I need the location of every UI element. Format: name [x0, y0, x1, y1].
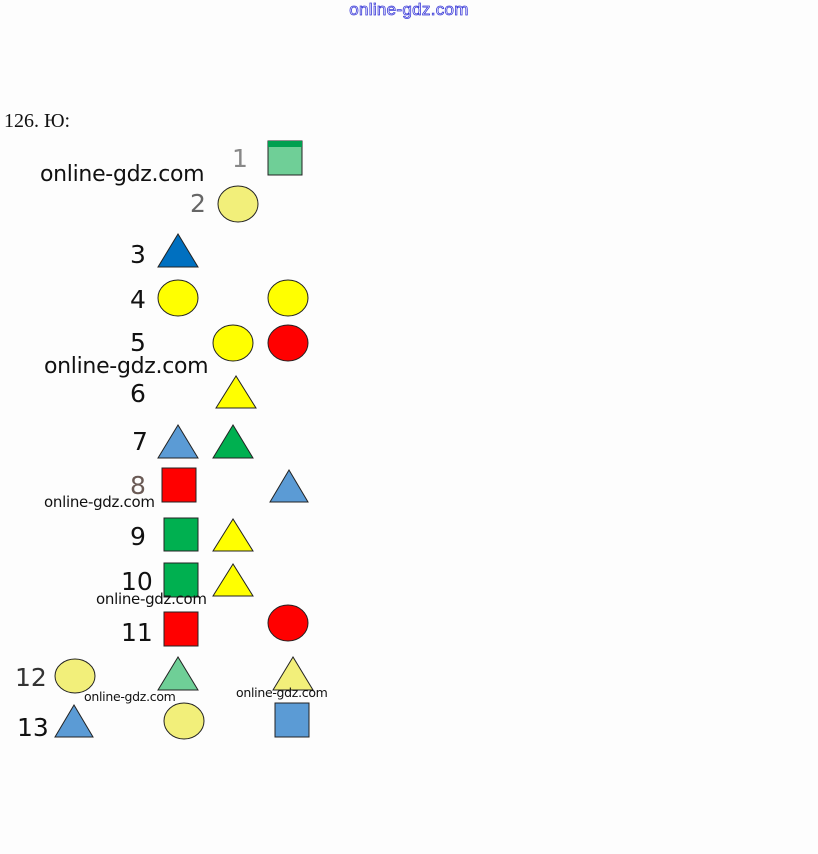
circle-yellow-4a [157, 279, 199, 317]
watermark: online-gdz.com [44, 493, 155, 511]
circle-yellow-12 [54, 658, 96, 694]
square-green-1-top [268, 141, 302, 147]
row-number-9: 9 [130, 522, 146, 551]
square-red-8 [161, 467, 197, 503]
square-red-11 [163, 611, 199, 647]
square-green-10 [163, 562, 199, 598]
watermark: online-gdz.com [40, 162, 205, 187]
square-green-9 [163, 517, 199, 552]
watermark: online-gdz.com [96, 590, 207, 608]
row-number-6: 6 [130, 379, 146, 408]
task-title: 126. Ю: [4, 110, 71, 132]
watermark: online-gdz.com [84, 689, 176, 704]
site-watermark: online-gdz.com [349, 0, 469, 19]
circle-yellow-2 [217, 185, 259, 223]
row-number-12: 12 [15, 663, 47, 692]
row-number-11: 11 [121, 618, 153, 647]
row-number-10: 10 [121, 567, 153, 596]
triangle-yellow-12 [272, 656, 314, 691]
row-number-8: 8 [130, 471, 146, 500]
square-blue-13 [274, 702, 310, 738]
triangle-blue-7 [157, 424, 199, 459]
triangle-yellow-9 [212, 518, 254, 552]
circle-yellow-5 [212, 324, 254, 362]
triangle-blue-13 [54, 704, 94, 738]
circle-red-11 [267, 604, 309, 642]
triangle-green-7 [212, 424, 254, 459]
triangle-green-12 [157, 656, 199, 691]
triangle-blue-3 [157, 233, 199, 268]
row-number-7: 7 [132, 427, 148, 456]
watermark: online-gdz.com [236, 685, 328, 700]
row-number-1: 1 [232, 144, 248, 173]
row-number-13: 13 [17, 713, 49, 742]
triangle-yellow-6 [215, 375, 257, 409]
circle-yellow-4b [267, 279, 309, 317]
row-number-3: 3 [130, 240, 146, 269]
circle-red-5 [267, 324, 309, 362]
watermark: online-gdz.com [44, 354, 209, 379]
row-number-2: 2 [190, 189, 206, 218]
triangle-blue-8 [269, 469, 309, 503]
row-number-4: 4 [130, 285, 146, 314]
circle-yellow-13 [163, 702, 205, 740]
triangle-yellow-10 [212, 563, 254, 597]
row-number-5: 5 [130, 328, 146, 357]
